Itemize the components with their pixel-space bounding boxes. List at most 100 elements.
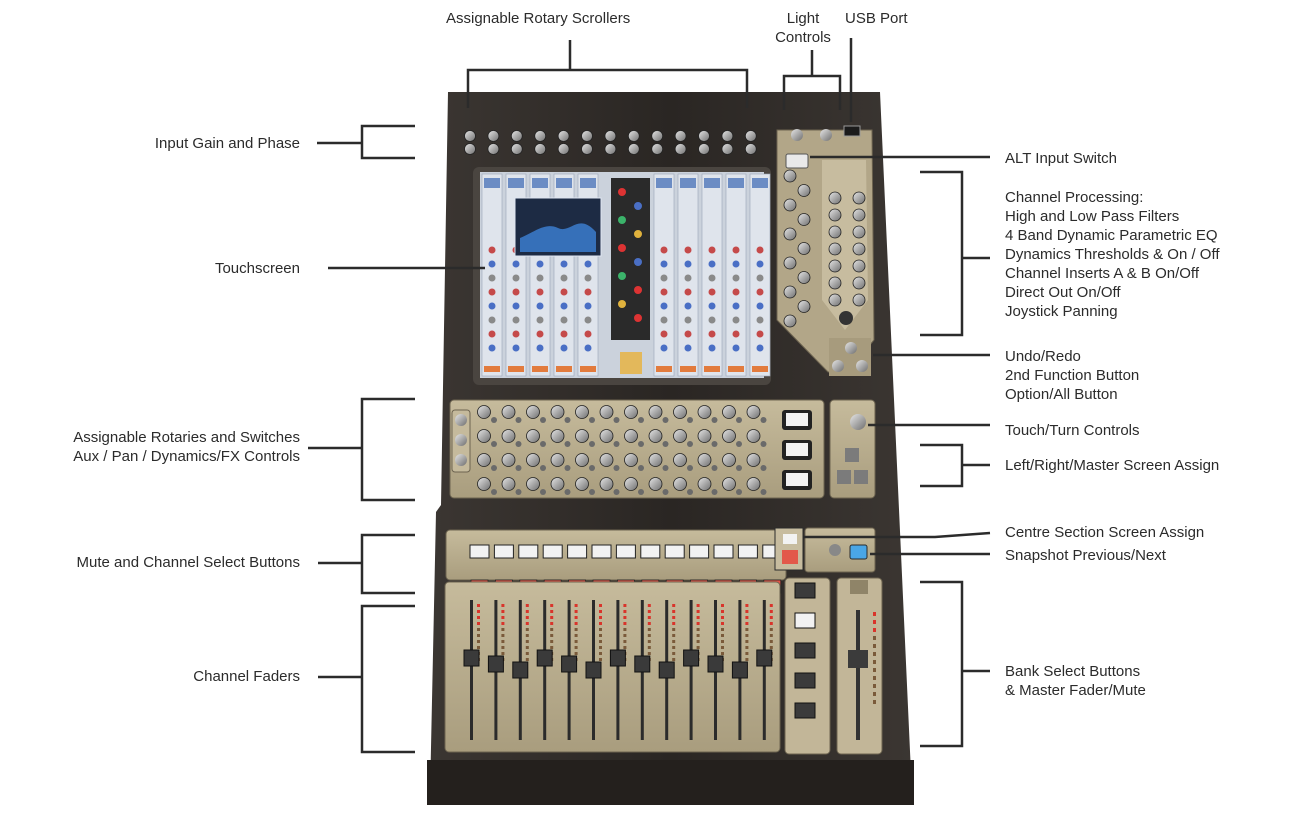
- assignable-switch: [589, 489, 595, 495]
- screen-strip-footer: [752, 366, 768, 372]
- screen-strip-dot: [512, 330, 520, 338]
- fader-meter-led: [525, 652, 529, 655]
- fader-meter-led: [696, 634, 700, 637]
- processing-knob: [783, 314, 797, 328]
- screen-centre-dot: [634, 258, 642, 266]
- touch-turn-knob[interactable]: [850, 414, 866, 430]
- bank-select-button: [794, 642, 816, 659]
- fader-meter-led: [745, 628, 749, 631]
- assignable-rotary-knob: [599, 429, 614, 443]
- processing-knob: [797, 184, 811, 197]
- undo-redo-buttons: [829, 338, 871, 376]
- assignable-switch: [711, 465, 718, 471]
- fader-cap: [561, 655, 578, 673]
- callout-mute-select: [360, 533, 415, 595]
- screen-assign-buttons: [782, 410, 812, 490]
- fader-meter-led: [550, 604, 554, 607]
- screen-strip-dot: [584, 302, 592, 310]
- fader-meter-led: [599, 640, 602, 643]
- label-light-controls: Light Controls: [768, 9, 838, 47]
- screen-strip-dot: [732, 302, 740, 310]
- label-option-all: Option/All Button: [1005, 386, 1118, 403]
- fader-meter-led: [623, 604, 627, 607]
- screen-strip-footer: [656, 366, 672, 372]
- assignable-rotary-knob: [501, 453, 516, 467]
- light-control-knob-right[interactable]: [820, 129, 832, 141]
- processing-knob: [828, 276, 842, 290]
- screen-strip-dot: [732, 288, 740, 296]
- master-meter-led: [873, 676, 876, 680]
- screen-assign-master[interactable]: [854, 470, 868, 484]
- fader-cap: [756, 649, 773, 667]
- gain-knob: [557, 143, 570, 155]
- fader-meter-led: [525, 628, 529, 631]
- label-screen-assign: Left/Right/Master Screen Assign: [1005, 457, 1220, 474]
- fader-meter-led: [477, 640, 480, 643]
- centre-screen-assign-button[interactable]: [782, 550, 798, 564]
- master-meter-led: [873, 700, 876, 704]
- label-channel-processing-line5: Channel Inserts A & B On/Off: [1005, 265, 1199, 282]
- fader-meter-led: [477, 628, 480, 631]
- master-mute[interactable]: [850, 580, 868, 594]
- label-alt-input-switch: ALT Input Switch: [1005, 150, 1118, 167]
- screen-strip-dot: [660, 274, 668, 282]
- assignable-rotary-knob: [624, 429, 638, 443]
- master-meter-led: [873, 692, 876, 696]
- label-touchscreen: Touchscreen: [214, 260, 300, 277]
- fader-meter-led: [745, 640, 749, 643]
- screen-centre-dot: [618, 272, 626, 280]
- label-centre-section-screen-assign: Centre Section Screen Assign: [1005, 524, 1205, 541]
- screen-strip-dot: [684, 330, 692, 338]
- screen-strip-dot: [536, 344, 544, 352]
- fader-meter-led: [672, 622, 676, 625]
- fader-meter-led: [550, 610, 554, 613]
- fader-meter-led: [550, 622, 554, 625]
- callout-centre-screen-assign: [803, 531, 991, 539]
- fader-track: [616, 600, 620, 740]
- fader-meter-led: [647, 634, 651, 637]
- master-fader-cap[interactable]: [848, 650, 868, 668]
- gain-knob: [534, 130, 547, 142]
- fader-meter-led: [696, 628, 700, 631]
- assignable-switch: [515, 441, 522, 447]
- fader-meter-led: [574, 628, 578, 631]
- snapshot-next-button[interactable]: [849, 544, 868, 560]
- usb-port[interactable]: [843, 125, 861, 137]
- assignable-rotary-knob: [746, 429, 761, 443]
- label-light-controls-line2: Controls: [775, 29, 831, 46]
- screen-strip-dot: [536, 274, 544, 282]
- fader-meter-led: [623, 628, 627, 631]
- light-control-knob-left[interactable]: [791, 129, 803, 141]
- fader-meter-led: [574, 616, 578, 619]
- snapshot-previous-button[interactable]: [829, 544, 841, 556]
- joystick: [839, 311, 853, 325]
- label-channel-processing-line4: Dynamics Thresholds & On / Off: [1005, 246, 1220, 263]
- screen-strip-dot: [732, 246, 740, 254]
- screen-assign-right[interactable]: [837, 470, 851, 484]
- label-channel-processing: Channel Processing: High and Low Pass Fi…: [1005, 188, 1220, 321]
- fader-meter-led: [647, 646, 651, 649]
- processing-knob: [852, 259, 866, 273]
- screen-assign-left[interactable]: [845, 448, 859, 462]
- screen-strip-header: [680, 178, 696, 188]
- assignable-switch: [540, 465, 546, 471]
- channel-select-button: [640, 544, 661, 559]
- label-usb-port: USB Port: [845, 10, 908, 27]
- assignable-rotary-knob: [648, 477, 663, 491]
- screen-strip-header: [656, 178, 672, 188]
- screen-centre-dot: [618, 244, 626, 252]
- screen-strip-dot: [488, 316, 496, 324]
- assignable-rotary-knob: [477, 405, 491, 419]
- screen-strip-dot: [536, 288, 544, 296]
- fader-meter-led: [501, 604, 505, 607]
- alt-input-switch[interactable]: [785, 153, 809, 169]
- channel-select-button: [737, 544, 758, 559]
- gain-knob: [721, 130, 734, 142]
- fader-track: [689, 600, 693, 740]
- label-channel-processing-line2: High and Low Pass Filters: [1005, 208, 1180, 225]
- screen-strip-dot: [584, 274, 592, 282]
- screen-strip-header: [508, 178, 524, 188]
- gain-knob: [557, 130, 570, 142]
- assignable-switch: [613, 489, 620, 495]
- screen-centre-dot: [634, 202, 642, 210]
